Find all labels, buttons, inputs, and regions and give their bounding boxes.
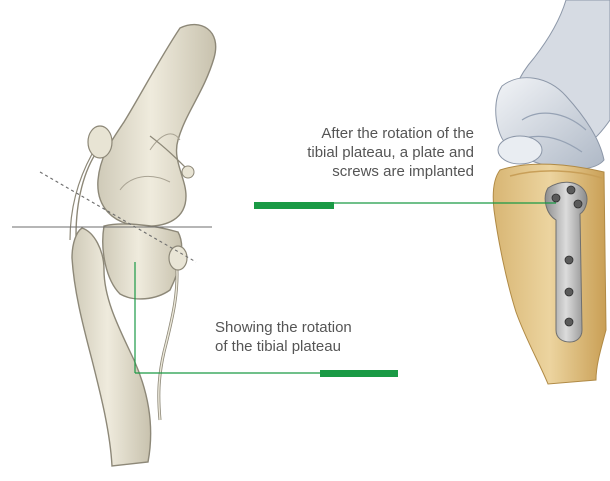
annotation-implant-label: After the rotation of the tibial plateau… <box>238 124 474 181</box>
annotation-line: Showing the rotation <box>215 318 415 337</box>
screw <box>574 200 582 208</box>
screw <box>567 186 575 194</box>
patella <box>88 126 112 158</box>
screw <box>552 194 560 202</box>
callout-top-bar <box>254 202 334 209</box>
annotation-line: After the rotation of the <box>238 124 474 143</box>
knee-bone-sketch <box>12 25 216 466</box>
screw <box>565 288 573 296</box>
screw <box>565 318 573 326</box>
annotation-line: tibial plateau, a plate and <box>238 143 474 162</box>
annotation-line: screws are implanted <box>238 162 474 181</box>
screw <box>565 256 573 264</box>
annotation-rotation-label: Showing the rotation of the tibial plate… <box>215 318 415 356</box>
callout-bottom-bar <box>320 370 398 377</box>
knee-implant-illustration <box>493 0 610 384</box>
femur-bone <box>98 25 216 227</box>
annotation-line: of the tibial plateau <box>215 337 415 356</box>
